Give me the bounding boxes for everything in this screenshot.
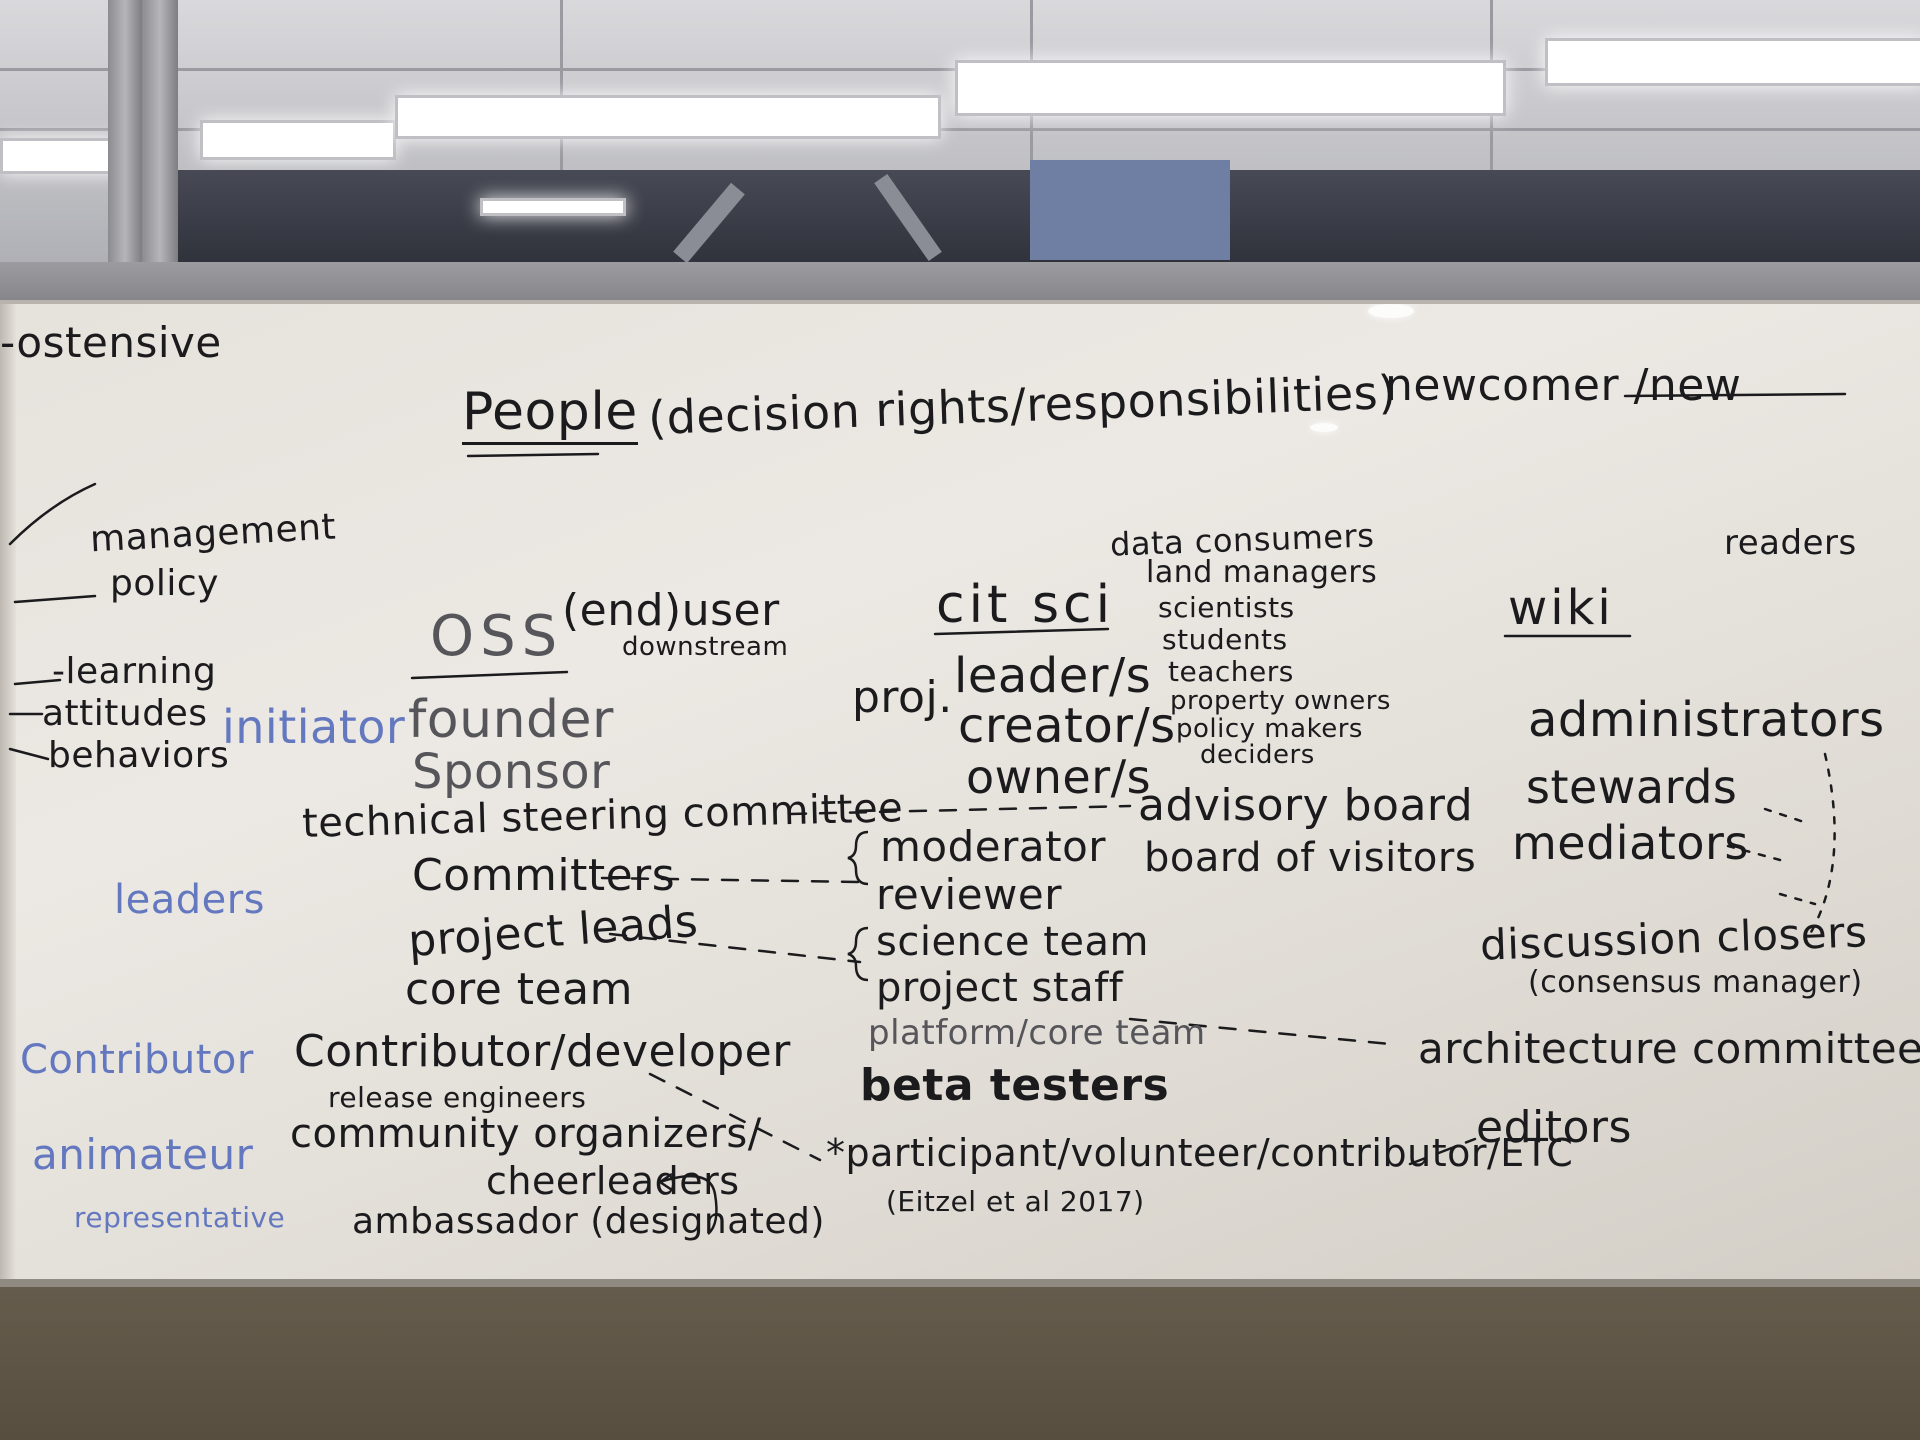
role-leaders: leaders — [114, 877, 266, 923]
brace — [847, 830, 869, 886]
citsci-reviewer: reviewer — [876, 870, 1063, 919]
whiteboard: -ostensive People (decision rights/respo… — [0, 300, 1920, 1287]
stroke-line — [8, 482, 97, 546]
connector-lines — [8, 392, 1847, 1235]
oss-community-organizers: community organizers/ — [290, 1111, 762, 1157]
stroke-line — [466, 452, 600, 458]
arrow-curve — [659, 1174, 718, 1235]
citsci-citation: (Eitzel et al 2017) — [886, 1185, 1145, 1218]
oss-release-engineers: release engineers — [328, 1081, 587, 1114]
wiki-consensus-manager: (consensus manager) — [1528, 965, 1863, 1000]
oss-committers: Committers — [412, 850, 676, 901]
dotted-link — [1808, 752, 1836, 936]
window-frame — [142, 0, 178, 300]
oss-ambassador: ambassador (designated) — [352, 1201, 825, 1242]
role-contributor: Contributor — [20, 1037, 254, 1083]
citsci-board-of-visitors: board of visitors — [1144, 835, 1477, 881]
light-reflection — [1310, 423, 1338, 432]
learning-label: -learning — [52, 651, 217, 692]
arrow-head — [657, 1172, 673, 1192]
citsci-creators: creator/s — [958, 698, 1176, 754]
wiki-stewards: stewards — [1526, 760, 1738, 814]
ceiling-light — [480, 198, 626, 216]
citsci-owners: owner/s — [966, 750, 1152, 804]
oss-core-team: core team — [405, 964, 633, 1015]
oss-heading: OSS — [430, 604, 564, 669]
dashed-link — [1128, 1017, 1392, 1046]
wiki-heading: wiki — [1508, 580, 1614, 636]
stroke-line — [13, 678, 62, 686]
citsci-consumer-7: deciders — [1200, 740, 1315, 770]
role-representative: representative — [74, 1201, 286, 1234]
citsci-science-team: science team — [876, 919, 1149, 965]
ostensive-label: -ostensive — [0, 318, 222, 367]
board-edge — [0, 304, 16, 1279]
citsci-advisory-board: advisory board — [1138, 780, 1474, 831]
stroke-line — [13, 594, 97, 604]
citsci-consumer-1: land managers — [1146, 555, 1378, 590]
wiki-administrators: administrators — [1528, 692, 1885, 748]
stroke-line — [8, 747, 50, 761]
ceiling-light — [0, 138, 126, 174]
light-reflection — [1368, 304, 1414, 318]
structural-beam — [1030, 160, 1230, 260]
behaviors-label: behaviors — [48, 735, 230, 776]
stroke-line — [933, 627, 1110, 636]
ceiling-light — [200, 120, 396, 160]
role-animateur: animateur — [32, 1130, 254, 1179]
oss-downstream: downstream — [622, 632, 789, 662]
wiki-editors: editors — [1476, 1102, 1632, 1153]
citsci-participant: *participant/volunteer/contributor/ETC — [826, 1131, 1574, 1175]
citsci-project-staff: project staff — [876, 965, 1124, 1011]
window-frame — [108, 0, 142, 300]
ceiling — [0, 0, 1920, 302]
citsci-platform-core-team: platform/core team — [868, 1013, 1206, 1053]
ceiling-grid-line — [0, 128, 1920, 131]
role-initiator: initiator — [222, 700, 406, 754]
citsci-consumer-3: students — [1162, 623, 1288, 656]
stroke-line — [410, 670, 569, 680]
citsci-consumer-6: policy makers — [1176, 714, 1363, 744]
oss-end-user: (end)user — [562, 585, 780, 636]
newcomer-label: newcomer /new — [1385, 360, 1742, 411]
wiki-readers: readers — [1724, 523, 1857, 563]
stroke-line — [1623, 392, 1847, 398]
policy-label: policy — [110, 563, 219, 604]
dashed-link — [788, 804, 1132, 816]
citsci-consumer-4: teachers — [1168, 655, 1294, 688]
dashed-link — [608, 932, 862, 964]
window-sill — [0, 262, 1920, 302]
dashed-link — [1408, 1137, 1477, 1166]
dashed-link — [648, 1072, 822, 1162]
citsci-moderator: moderator — [880, 822, 1107, 871]
wiki-architecture-committee: architecture committee — [1418, 1024, 1920, 1073]
citsci-consumer-5: property owners — [1170, 686, 1391, 716]
wiki-mediators: mediators — [1512, 816, 1749, 870]
citsci-beta-testers: beta testers — [860, 1060, 1170, 1111]
citsci-consumer-2: scientists — [1158, 591, 1295, 624]
brace — [847, 926, 869, 982]
citsci-proj: proj. — [852, 672, 953, 723]
dotted-link — [1763, 807, 1812, 826]
citsci-heading: cit sci — [936, 575, 1115, 635]
dotted-link — [1778, 892, 1817, 906]
ceiling-light — [955, 60, 1506, 116]
ceiling-grid-line — [560, 0, 563, 170]
oss-contributor-developer: Contributor/developer — [294, 1026, 791, 1077]
oss-sponsor: Sponsor — [412, 744, 611, 800]
citsci-leaders: leader/s — [954, 648, 1152, 704]
dashed-link — [600, 876, 862, 884]
board-title: People — [462, 386, 638, 445]
ceiling-light — [1545, 38, 1920, 86]
oss-founder: founder — [408, 690, 614, 750]
oss-cheerleaders: cheerleaders — [486, 1159, 740, 1203]
attitudes-label: attitudes — [42, 693, 208, 734]
ceiling-light — [395, 95, 941, 139]
